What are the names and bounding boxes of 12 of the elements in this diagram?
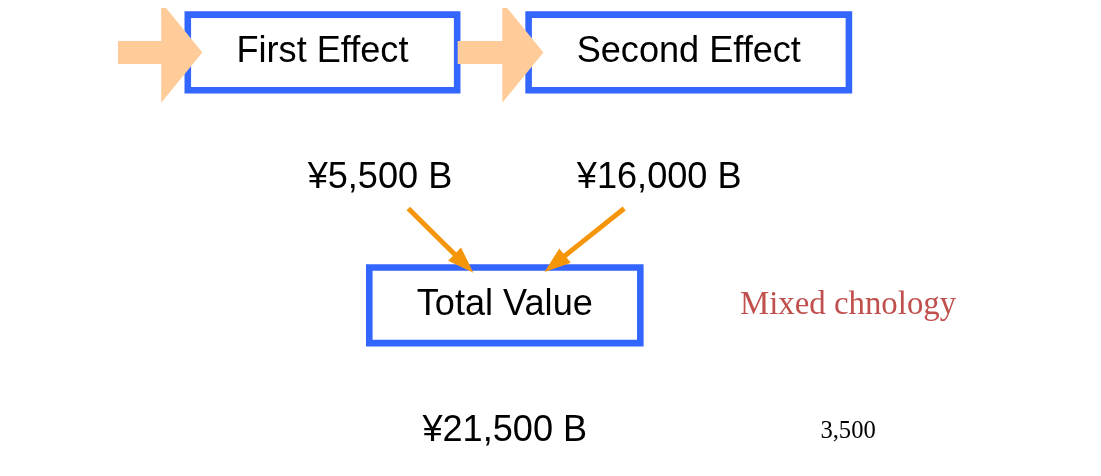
arrow [406, 206, 474, 273]
label: Mixed chnology [740, 284, 957, 321]
node-text: ¥16,000 B [576, 155, 742, 197]
node-box: Total Value [366, 264, 644, 347]
node-box: First Effect [184, 11, 461, 94]
arrow [457, 8, 544, 103]
label: 3,500 [820, 415, 876, 443]
node-label: ¥21,500 B [422, 408, 588, 450]
arrow [117, 8, 203, 103]
node-box: Second Effect [525, 11, 853, 94]
node-text: ¥5,500 B [307, 155, 453, 197]
arrow [544, 206, 626, 273]
